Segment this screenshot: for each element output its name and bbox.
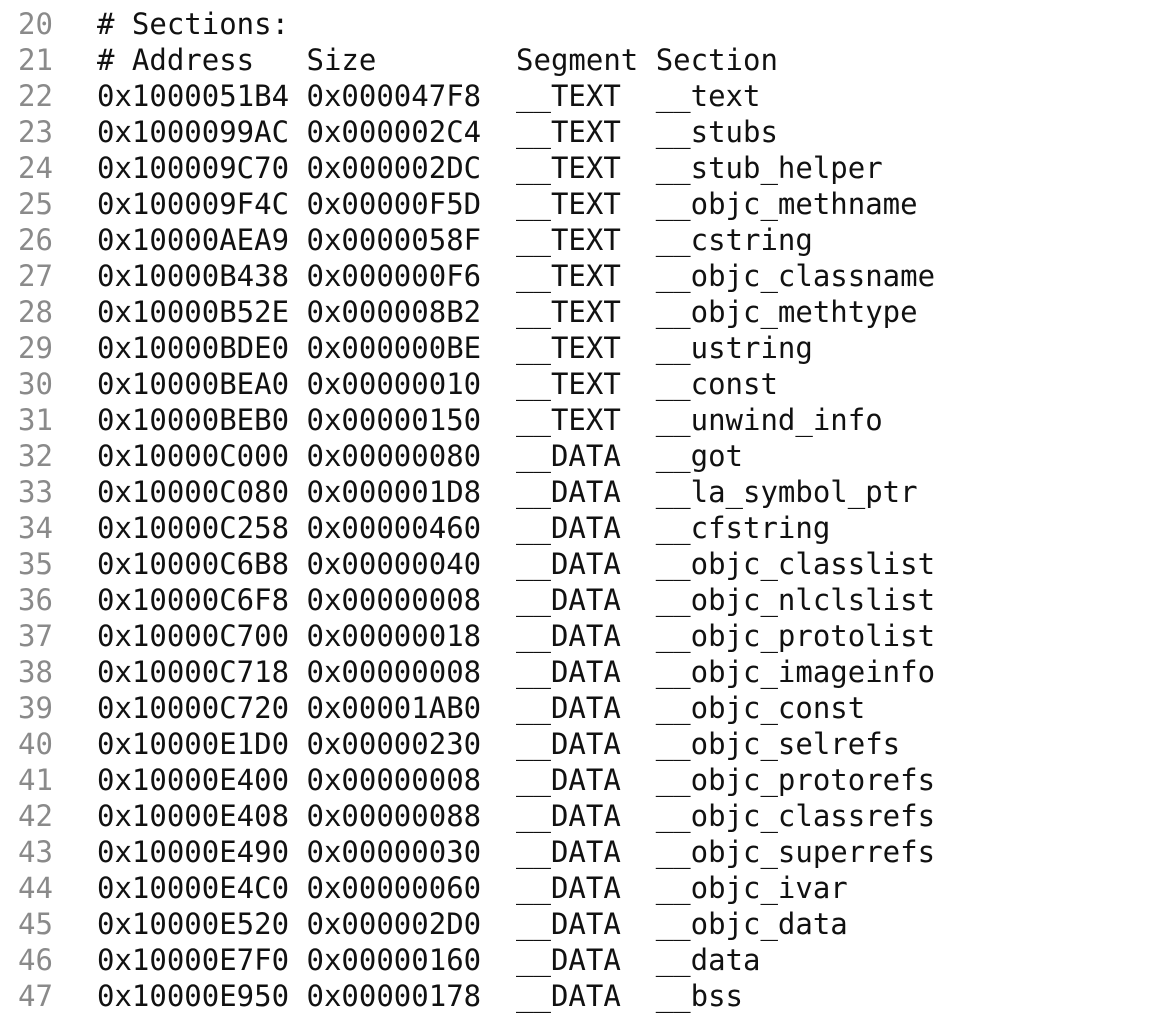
line-number: 37 (18, 619, 53, 653)
line-text: 0x10000C700 0x00000018 __DATA __objc_pro… (97, 619, 936, 653)
line-text: 0x10000BDE0 0x000000BE __TEXT __ustring (97, 331, 813, 365)
line-number: 33 (18, 475, 53, 509)
line-text: # Address Size Segment Section (97, 43, 778, 77)
line-text: 0x10000E408 0x00000088 __DATA __objc_cla… (97, 799, 936, 833)
line-text: 0x10000BEA0 0x00000010 __TEXT __const (97, 367, 778, 401)
line-number: 20 (18, 7, 53, 41)
line-number: 46 (18, 943, 53, 977)
line-number: 36 (18, 583, 53, 617)
line-number: 23 (18, 115, 53, 149)
line-text: # Sections: (97, 7, 290, 41)
line-number: 38 (18, 655, 53, 689)
line-text: 0x1000099AC 0x000002C4 __TEXT __stubs (97, 115, 778, 149)
line-number: 28 (18, 295, 53, 329)
line-number: 22 (18, 79, 53, 113)
line-number: 30 (18, 367, 53, 401)
line-text: 0x1000051B4 0x000047F8 __TEXT __text (97, 79, 761, 113)
line-number: 21 (18, 43, 53, 77)
line-text: 0x10000E520 0x000002D0 __DATA __objc_dat… (97, 907, 848, 941)
line-number: 29 (18, 331, 53, 365)
line-number: 34 (18, 511, 53, 545)
line-text: 0x10000C258 0x00000460 __DATA __cfstring (97, 511, 831, 545)
line-number: 41 (18, 763, 53, 797)
line-number: 25 (18, 187, 53, 221)
line-text: 0x10000C080 0x000001D8 __DATA __la_symbo… (97, 475, 918, 509)
line-text: 0x10000E7F0 0x00000160 __DATA __data (97, 943, 761, 977)
line-text: 0x100009C70 0x000002DC __TEXT __stub_hel… (97, 151, 883, 185)
line-number: 40 (18, 727, 53, 761)
line-text: 0x10000BEB0 0x00000150 __TEXT __unwind_i… (97, 403, 883, 437)
line-text: 0x10000AEA9 0x0000058F __TEXT __cstring (97, 223, 813, 257)
line-number: 45 (18, 907, 53, 941)
line-number: 31 (18, 403, 53, 437)
line-text: 0x100009F4C 0x00000F5D __TEXT __objc_met… (97, 187, 918, 221)
line-text: 0x10000E1D0 0x00000230 __DATA __objc_sel… (97, 727, 901, 761)
line-number: 44 (18, 871, 53, 905)
line-number: 24 (18, 151, 53, 185)
line-number: 32 (18, 439, 53, 473)
line-text: 0x10000C6B8 0x00000040 __DATA __objc_cla… (97, 547, 936, 581)
line-number: 39 (18, 691, 53, 725)
line-number: 26 (18, 223, 53, 257)
line-text: 0x10000E400 0x00000008 __DATA __objc_pro… (97, 763, 936, 797)
line-text: 0x10000B52E 0x000008B2 __TEXT __objc_met… (97, 295, 918, 329)
line-number: 43 (18, 835, 53, 869)
line-number: 42 (18, 799, 53, 833)
line-text: 0x10000C000 0x00000080 __DATA __got (97, 439, 744, 473)
line-number: 35 (18, 547, 53, 581)
line-text: 0x10000C6F8 0x00000008 __DATA __objc_nlc… (97, 583, 936, 617)
line-text: 0x10000C720 0x00001AB0 __DATA __objc_con… (97, 691, 866, 725)
line-number: 47 (18, 979, 53, 1013)
line-number: 27 (18, 259, 53, 293)
line-text: 0x10000E4C0 0x00000060 __DATA __objc_iva… (97, 871, 848, 905)
line-text: 0x10000E950 0x00000178 __DATA __bss (97, 979, 744, 1013)
line-text: 0x10000E490 0x00000030 __DATA __objc_sup… (97, 835, 936, 869)
line-text: 0x10000C718 0x00000008 __DATA __objc_ima… (97, 655, 936, 689)
line-text: 0x10000B438 0x000000F6 __TEXT __objc_cla… (97, 259, 936, 293)
